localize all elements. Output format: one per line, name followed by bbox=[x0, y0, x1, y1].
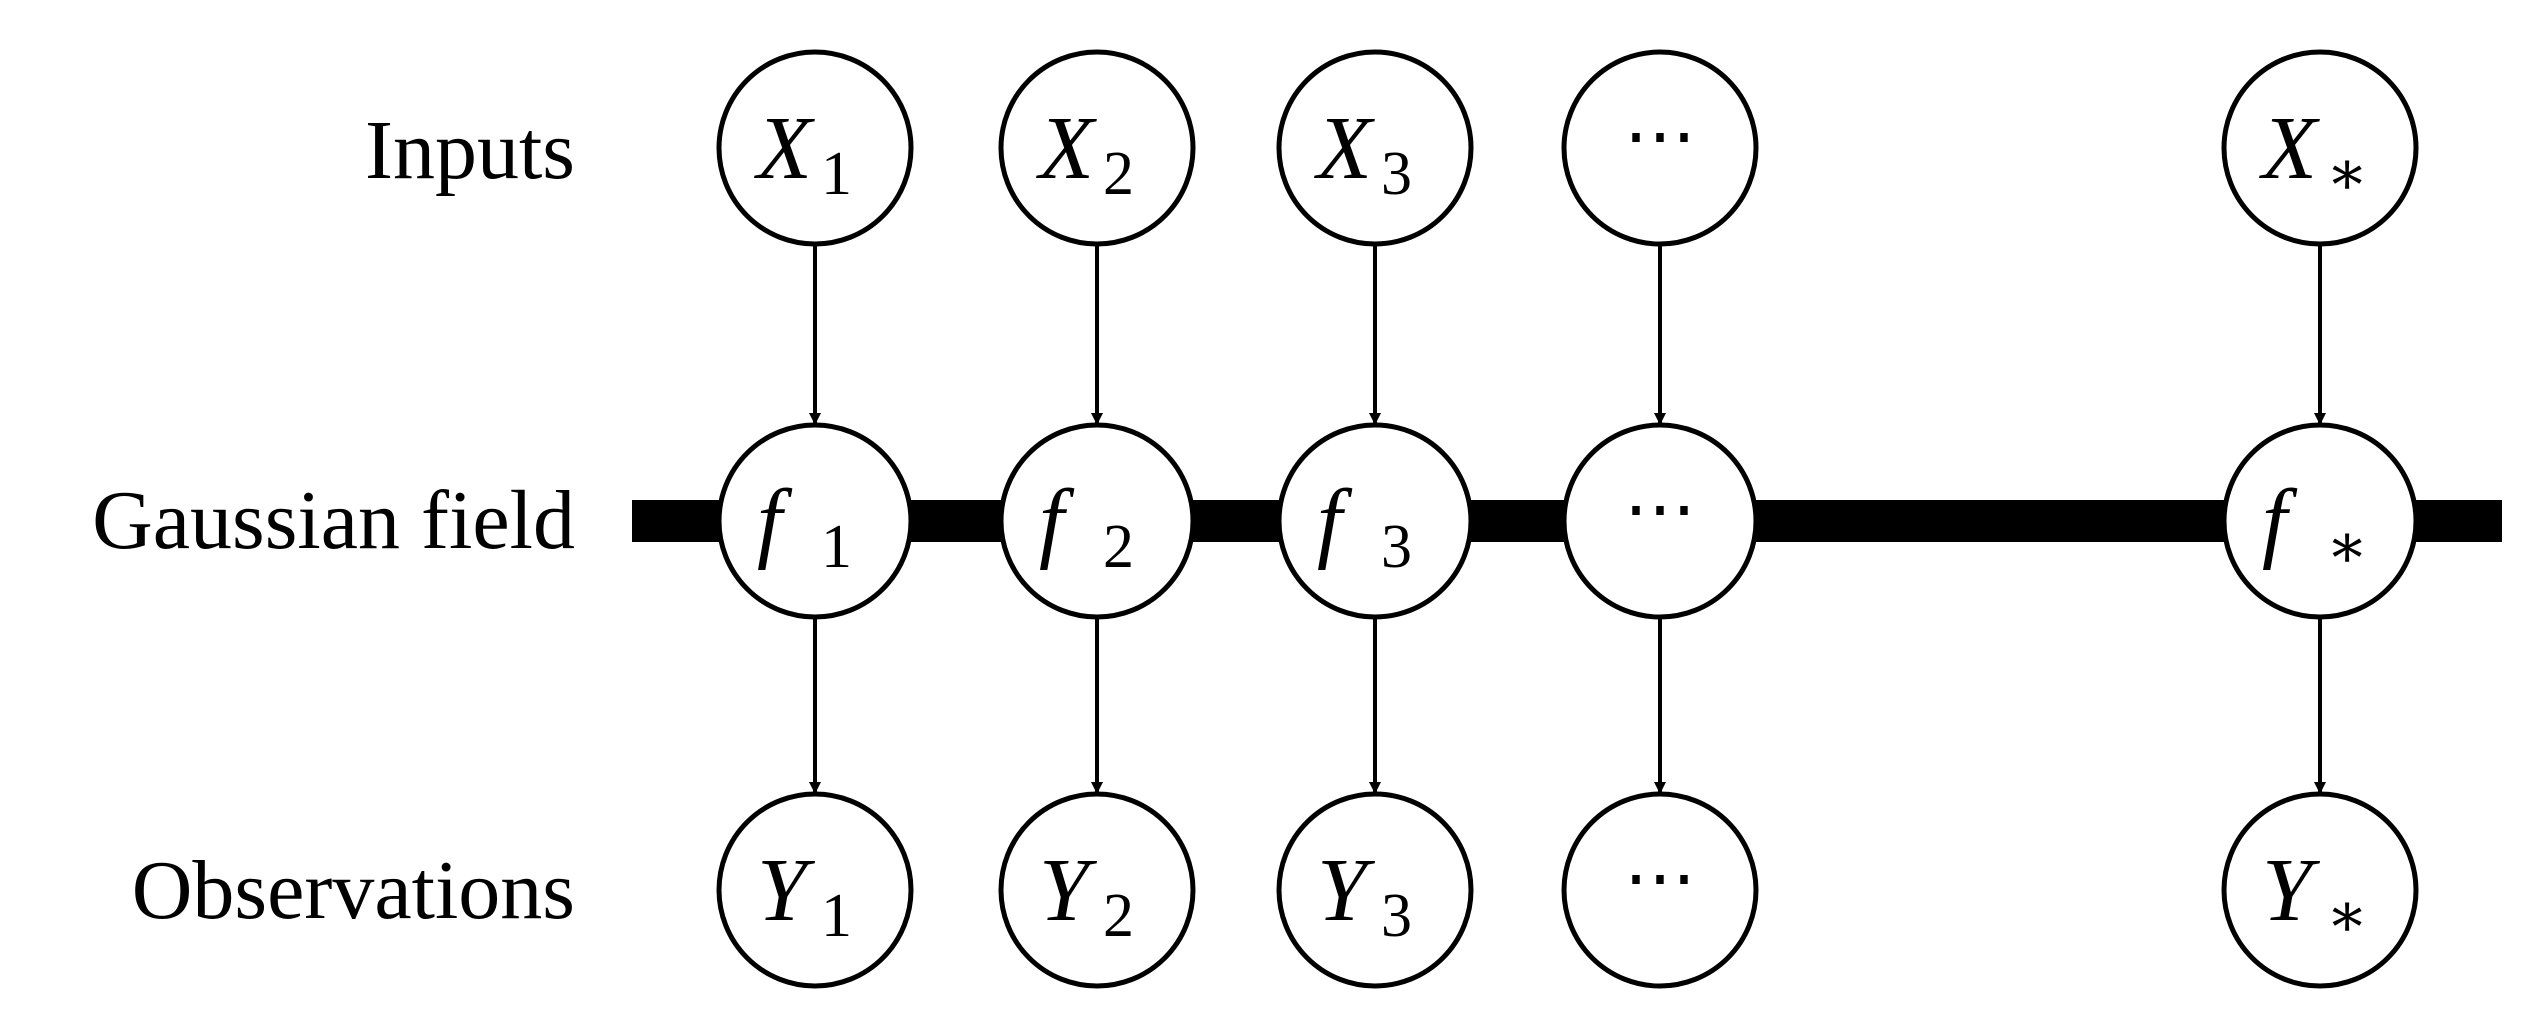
field-node-subscript: ∗ bbox=[2326, 513, 2368, 581]
row-label-inputs: Inputs bbox=[365, 104, 575, 197]
observation-node-subscript: 3 bbox=[1381, 882, 1412, 950]
input-node-circle bbox=[2221, 49, 2419, 247]
input-node-ellipsis: ⋯ bbox=[1624, 96, 1696, 176]
observation-node-label: Y bbox=[2262, 841, 2321, 940]
edges-group bbox=[809, 244, 2326, 794]
input-node-circle bbox=[1561, 49, 1759, 247]
field-node-ellipsis: ⋯ bbox=[1624, 469, 1696, 549]
input-node-label: X bbox=[754, 99, 815, 198]
observation-node-circle bbox=[716, 791, 914, 989]
field-node-circle bbox=[998, 422, 1196, 620]
field-node-circle bbox=[1561, 422, 1759, 620]
observation-node-circle bbox=[1561, 791, 1759, 989]
input-node-circle bbox=[998, 49, 1196, 247]
observation-node-5: Y∗ bbox=[2221, 791, 2419, 989]
observation-node-circle bbox=[2221, 791, 2419, 989]
observation-node-circle bbox=[998, 791, 1196, 989]
input-node-label: X bbox=[1036, 99, 1097, 198]
observation-node-subscript: 1 bbox=[821, 882, 852, 950]
observation-node-circle bbox=[1276, 791, 1474, 989]
observation-node-4: ⋯ bbox=[1561, 791, 1759, 989]
field-node-subscript: 2 bbox=[1103, 513, 1134, 581]
observation-node-label: Y bbox=[757, 841, 816, 940]
observation-node-ellipsis: ⋯ bbox=[1624, 838, 1696, 918]
input-node-subscript: 1 bbox=[821, 140, 852, 208]
field-node-circle bbox=[716, 422, 914, 620]
observation-node-label: Y bbox=[1039, 841, 1098, 940]
input-node-subscript: 2 bbox=[1103, 140, 1134, 208]
input-node-circle bbox=[1276, 49, 1474, 247]
input-node-5: X∗ bbox=[2221, 49, 2419, 247]
input-node-label: X bbox=[2259, 99, 2320, 198]
input-node-label: X bbox=[1314, 99, 1375, 198]
row-label-gaussian-field: Gaussian field bbox=[92, 474, 575, 567]
field-node-subscript: 1 bbox=[821, 513, 852, 581]
row-label-observations: Observations bbox=[132, 844, 575, 937]
input-node-subscript: ∗ bbox=[2326, 140, 2368, 208]
observation-node-label: Y bbox=[1317, 841, 1376, 940]
observation-node-subscript: ∗ bbox=[2326, 882, 2368, 950]
field-node-4: ⋯ bbox=[1561, 422, 1759, 620]
input-node-circle bbox=[716, 49, 914, 247]
field-node-subscript: 3 bbox=[1381, 513, 1412, 581]
field-node-5: f∗ bbox=[2221, 422, 2419, 620]
observation-node-subscript: 2 bbox=[1103, 882, 1134, 950]
field-node-circle bbox=[2221, 422, 2419, 620]
input-node-subscript: 3 bbox=[1381, 140, 1412, 208]
field-node-circle bbox=[1276, 422, 1474, 620]
input-node-4: ⋯ bbox=[1561, 49, 1759, 247]
